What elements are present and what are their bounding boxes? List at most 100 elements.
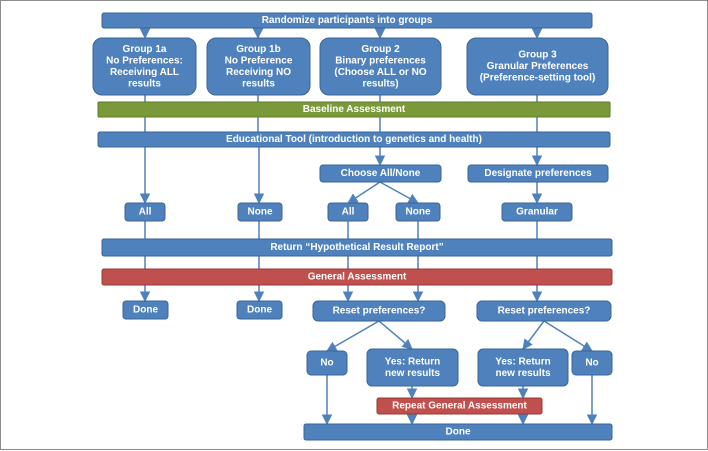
flow-arrow	[522, 320, 545, 350]
node-box	[303, 423, 613, 441]
node-box	[312, 300, 446, 322]
node-box	[101, 12, 593, 29]
node-label: All	[139, 207, 152, 218]
node-label: Group 1b	[236, 44, 280, 55]
node-reset-3: Reset preferences?	[476, 300, 612, 322]
node-label: Granular Preferences	[487, 61, 589, 72]
node-box	[124, 202, 166, 222]
node-label: No	[585, 358, 598, 369]
node-educational: Educational Tool (introduction to geneti…	[97, 131, 611, 148]
node-box	[376, 397, 543, 415]
node-label: Baseline Assessment	[303, 104, 406, 115]
node-box	[122, 300, 169, 320]
node-reset-2: Reset preferences?	[312, 300, 446, 322]
node-box	[395, 202, 441, 222]
node-box	[306, 350, 348, 376]
node-general-assessment: General Assessment	[101, 268, 613, 286]
node-box	[366, 348, 459, 387]
node-label: None	[406, 207, 431, 218]
node-done-1b: Done	[236, 300, 283, 320]
node-label: Receiving NO	[226, 67, 291, 78]
node-label: Group 2	[361, 44, 400, 55]
node-done-final: Done	[303, 423, 613, 441]
node-label: Binary preferences	[335, 55, 426, 66]
node-no-2: No	[306, 350, 348, 376]
node-label: (Choose ALL or NO	[334, 67, 426, 78]
node-randomize: Randomize participants into groups	[101, 12, 593, 29]
flow-arrow	[347, 181, 381, 204]
node-label: All	[342, 207, 355, 218]
node-box	[97, 131, 611, 148]
node-none-2: None	[395, 202, 441, 222]
node-label: Choose All/None	[341, 168, 421, 179]
flow-arrow	[379, 181, 419, 204]
node-label: (Preference-setting tool)	[480, 73, 596, 84]
node-box	[101, 238, 613, 257]
node-label: None	[248, 207, 273, 218]
node-label: General Assessment	[308, 272, 407, 283]
node-label: results	[128, 78, 161, 89]
node-label: Group 1a	[123, 44, 167, 55]
node-box	[92, 37, 197, 96]
flow-arrow	[543, 320, 593, 352]
nodes: Randomize participants into groupsGroup …	[92, 12, 613, 441]
node-label: No Preferences:	[106, 55, 183, 66]
connectors	[139, 28, 598, 426]
node-box	[571, 350, 613, 376]
node-box	[477, 348, 569, 387]
node-label: Group 3	[518, 50, 557, 61]
node-box	[466, 37, 609, 96]
node-label: new results	[495, 368, 550, 379]
node-label: new results	[385, 368, 440, 379]
flow-arrow	[326, 320, 380, 352]
node-label: Randomize participants into groups	[262, 15, 433, 26]
node-label: results	[242, 78, 275, 89]
node-label: Yes: Return	[495, 356, 551, 367]
node-label: results)	[362, 78, 398, 89]
node-designate: Designate preferences	[467, 164, 609, 183]
node-granular: Granular	[501, 202, 573, 222]
node-label: Granular	[516, 207, 558, 218]
node-choose-all-none: Choose All/None	[319, 164, 442, 183]
flow-arrow	[378, 320, 413, 350]
node-box	[467, 164, 609, 183]
node-label: No	[320, 358, 333, 369]
node-done-1a: Done	[122, 300, 169, 320]
node-baseline: Baseline Assessment	[97, 101, 611, 118]
node-label: No Preference	[225, 55, 293, 66]
node-box	[101, 268, 613, 286]
node-label: Reset preferences?	[498, 306, 591, 317]
node-label: Designate preferences	[484, 168, 592, 179]
node-box	[501, 202, 573, 222]
node-label: Educational Tool (introduction to geneti…	[226, 134, 482, 145]
node-box	[327, 202, 369, 222]
node-all-1a: All	[124, 202, 166, 222]
node-box	[476, 300, 612, 322]
node-label: Repeat General Assessment	[392, 401, 527, 412]
node-label: Reset preferences?	[333, 306, 426, 317]
node-label: Done	[446, 427, 471, 438]
node-all-2: All	[327, 202, 369, 222]
node-label: Done	[247, 305, 272, 316]
node-label: Return “Hypothetical Result Report”	[270, 242, 443, 253]
node-box	[319, 37, 442, 96]
node-no-3: No	[571, 350, 613, 376]
node-box	[237, 202, 283, 222]
node-return-report: Return “Hypothetical Result Report”	[101, 238, 613, 257]
node-box	[97, 101, 611, 118]
node-label: Receiving ALL	[110, 67, 179, 78]
node-label: Done	[133, 305, 158, 316]
node-none-1b: None	[237, 202, 283, 222]
node-box	[206, 37, 311, 96]
node-repeat-assessment: Repeat General Assessment	[376, 397, 543, 415]
node-box	[236, 300, 283, 320]
node-label: Yes: Return	[385, 356, 441, 367]
